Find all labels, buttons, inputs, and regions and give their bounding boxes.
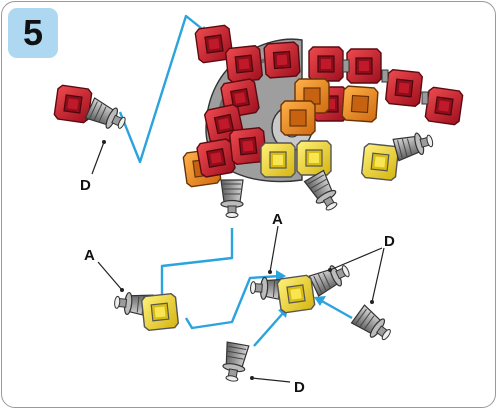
- loose-rod-right: [350, 304, 396, 346]
- yellow-hub-block-left: [140, 292, 180, 332]
- guide-line-right: [319, 298, 353, 320]
- guide-lines: [118, 14, 353, 347]
- yellow-hub-block-right: [276, 274, 316, 314]
- assembly-rod-right: [392, 129, 436, 162]
- yellow-block-cluster: [260, 140, 400, 182]
- guide-line-top: [118, 14, 207, 164]
- guide-line-bottom-left: [184, 274, 281, 330]
- main-assembly: [182, 24, 464, 219]
- top-row-connectors: [342, 59, 429, 105]
- callout-d-bottom: D: [294, 379, 305, 396]
- guide-line-center: [160, 228, 234, 300]
- connector-rod-lower-right-b: [308, 259, 354, 297]
- assembly-rod-bottom: [220, 179, 244, 219]
- guide-line-bottom: [253, 311, 285, 347]
- callout-leaders: [91, 141, 385, 383]
- callout-a-left: A: [84, 247, 95, 264]
- callout-d-top-left: D: [80, 177, 91, 194]
- callout-d-right: D: [384, 233, 395, 250]
- loose-rod-bottom: [220, 341, 250, 384]
- step-number-badge: 5: [8, 8, 58, 58]
- callout-dots: [102, 140, 374, 380]
- assembly-rod-bottom-right: [303, 169, 343, 215]
- callout-a-right: A: [272, 211, 283, 228]
